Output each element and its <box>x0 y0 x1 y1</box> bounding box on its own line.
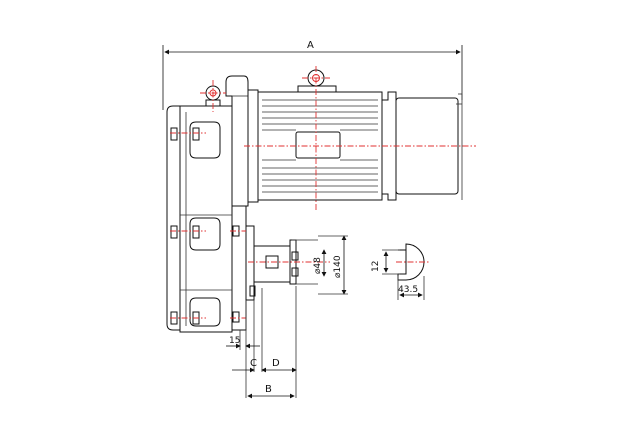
dimension-b-label: B <box>265 384 272 395</box>
flange-diameter-label: ⌀140 <box>333 255 343 278</box>
gearbox-housing <box>166 75 256 333</box>
bottom-dimensions: 15 C D B <box>226 286 297 399</box>
key-height-label: 43.5 <box>398 285 418 295</box>
gearbox-lifting-eye <box>200 80 226 112</box>
shaft-diameter-dims: ⌀48 ⌀140 <box>313 235 348 295</box>
key-width-label: 12 <box>371 261 381 272</box>
keyway-detail: 12 43.5 <box>371 243 430 300</box>
housing-centerlines <box>170 132 246 319</box>
motor-body <box>247 85 463 203</box>
dimension-d-label: D <box>272 358 280 369</box>
dimension-a: A <box>162 40 463 110</box>
shaft-diameter-label: ⌀48 <box>313 257 323 274</box>
dimension-c-label: C <box>250 358 257 369</box>
dimension-a-label: A <box>307 40 314 51</box>
output-shaft <box>248 239 330 285</box>
motor-centerlines <box>244 66 476 212</box>
dimension-15-label: 15 <box>229 336 240 346</box>
